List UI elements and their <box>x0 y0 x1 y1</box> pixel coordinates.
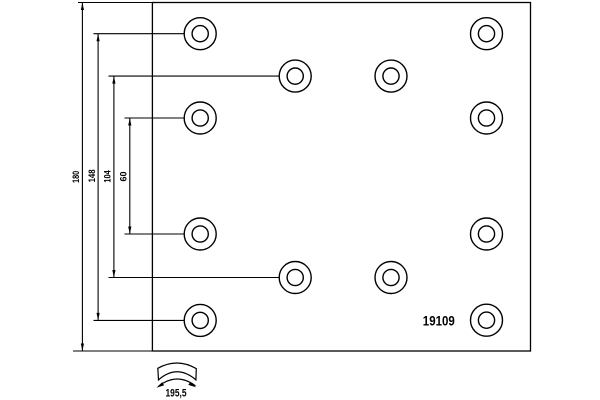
svg-text:180: 180 <box>71 171 81 183</box>
svg-text:104: 104 <box>103 170 113 182</box>
svg-text:19109: 19109 <box>423 313 455 329</box>
svg-text:148: 148 <box>87 169 97 182</box>
svg-text:195,5: 195,5 <box>166 387 187 399</box>
svg-text:60: 60 <box>119 172 129 182</box>
